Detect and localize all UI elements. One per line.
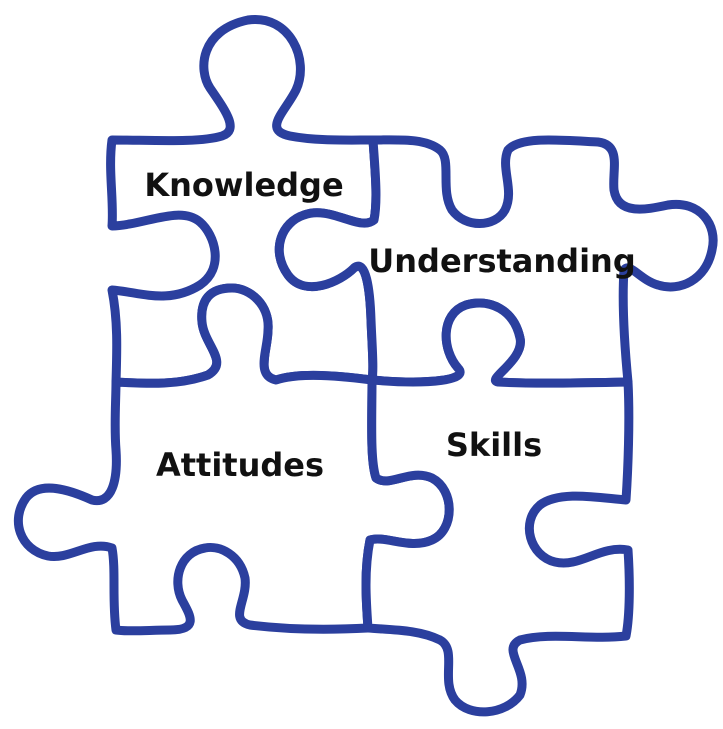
piece-understanding: Understanding — [274, 135, 718, 388]
piece-skills-label: Skills — [446, 426, 542, 464]
piece-knowledge-label: Knowledge — [144, 166, 343, 204]
piece-attitudes-label: Attitudes — [156, 446, 324, 484]
piece-skills: Skills — [361, 298, 634, 717]
piece-skills-outline — [361, 298, 634, 717]
piece-attitudes: Attitudes — [13, 283, 454, 636]
piece-understanding-label: Understanding — [368, 242, 635, 280]
piece-attitudes-outline — [13, 283, 454, 636]
